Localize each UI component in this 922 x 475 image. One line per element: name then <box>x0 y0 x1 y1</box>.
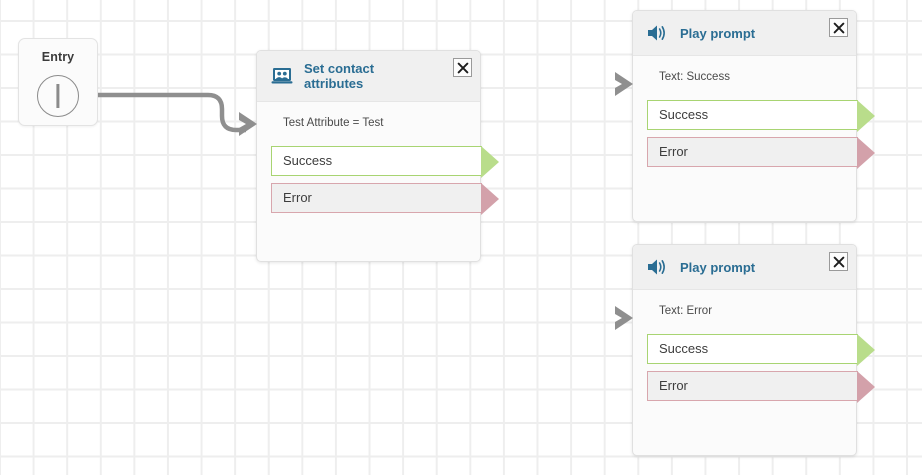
node-branch-list: Success Error <box>257 146 499 215</box>
node-header: Play prompt <box>633 11 856 56</box>
entry-node-label: Entry <box>41 50 75 64</box>
node-description: Test Attribute = Test <box>283 117 384 129</box>
node-title: Set contact attributes <box>304 61 375 91</box>
branch-label: Error <box>659 144 688 159</box>
branch-error[interactable]: Error <box>271 183 499 215</box>
node-description: Text: Success <box>659 71 730 83</box>
node-header: Play prompt <box>633 245 856 290</box>
node-body: Test Attribute = Test Success Error <box>257 102 499 230</box>
branch-error[interactable]: Error <box>647 371 875 403</box>
node-title: Play prompt <box>680 259 756 275</box>
node-title: Play prompt <box>680 25 756 41</box>
branch-label: Success <box>283 153 333 168</box>
close-icon[interactable] <box>453 58 472 77</box>
branch-label: Success <box>659 341 709 356</box>
branch-success[interactable]: Success <box>647 334 875 366</box>
node-branch-list: Success Error <box>633 334 875 403</box>
entry-point-icon <box>19 75 97 117</box>
close-icon[interactable] <box>829 252 848 271</box>
node-body: Text: Success Success Error <box>633 56 875 184</box>
branch-error[interactable]: Error <box>647 137 875 169</box>
speaker-icon <box>647 22 669 44</box>
branch-output-arrow <box>857 137 875 169</box>
speaker-icon <box>647 256 669 278</box>
node-play-prompt-success[interactable]: Play prompt Text: Success Success <box>615 10 875 222</box>
connector-entry-to-set-contact-attributes <box>78 92 246 133</box>
node-play-prompt-error[interactable]: Play prompt Text: Error Success <box>615 244 875 456</box>
branch-success[interactable]: Success <box>647 100 875 132</box>
node-branch-list: Success Error <box>633 100 875 169</box>
branch-output-arrow <box>857 334 875 366</box>
branch-label: Error <box>283 190 312 205</box>
node-header: Set contact attributes <box>257 51 480 102</box>
branch-output-arrow <box>857 100 875 132</box>
node-body: Text: Error Success Error <box>633 290 875 418</box>
node-set-contact-attributes[interactable]: Set contact attributes Test Attribute = … <box>239 50 499 262</box>
branch-success[interactable]: Success <box>271 146 499 178</box>
close-icon[interactable] <box>829 18 848 37</box>
contact-attributes-icon <box>271 65 293 87</box>
branch-label: Error <box>659 378 688 393</box>
branch-output-arrow <box>481 146 499 178</box>
branch-output-arrow <box>857 371 875 403</box>
node-description: Text: Error <box>659 305 713 317</box>
branch-output-arrow <box>481 183 499 215</box>
entry-node[interactable]: Entry <box>18 38 98 126</box>
branch-label: Success <box>659 107 709 122</box>
